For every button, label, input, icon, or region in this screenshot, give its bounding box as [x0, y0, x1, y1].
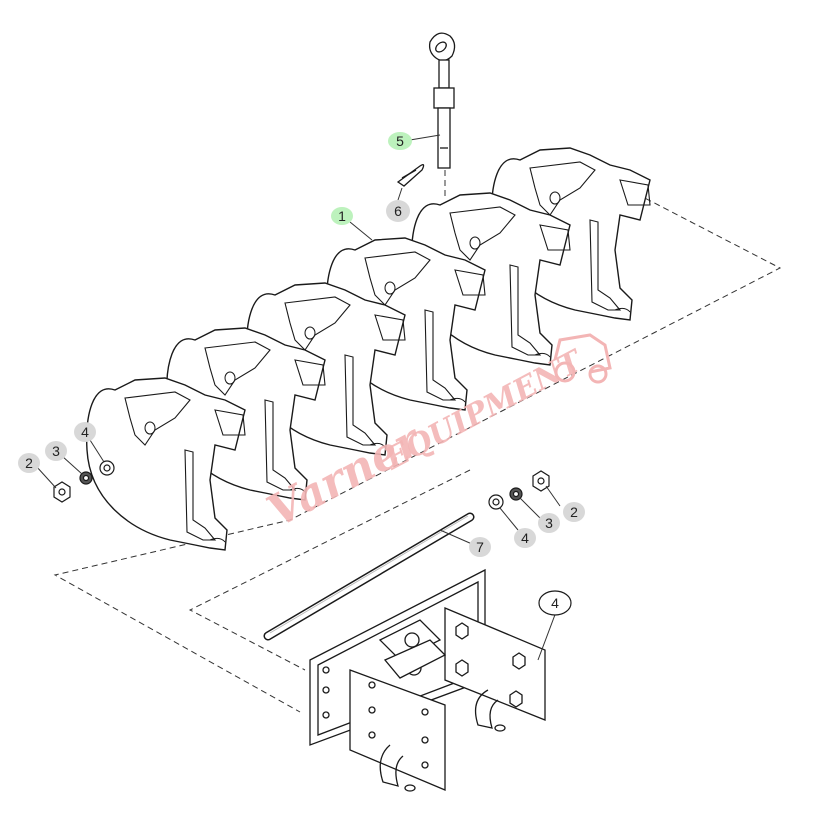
callout-3-left-label: 3: [52, 443, 60, 459]
leader-lines: [35, 134, 561, 661]
rod-part-7: [263, 512, 475, 641]
callout-5-bubble: [388, 132, 412, 150]
callout-5: 5: [388, 132, 412, 150]
callout-2-right: 2: [563, 502, 585, 522]
callout-4-bracket: 4: [538, 590, 572, 616]
watermark-truck-icon: [553, 333, 612, 384]
clip-part-6: [396, 164, 425, 187]
callout-2-left-label: 2: [25, 455, 33, 471]
pin-part-5: [428, 32, 456, 169]
callout-3-left: 3: [45, 441, 67, 461]
callout-4-left-label: 4: [81, 424, 89, 440]
callout-7: 7: [469, 537, 491, 557]
callout-1-label: 1: [338, 208, 346, 224]
callout-4-right-label: 4: [521, 530, 529, 546]
callout-4-left: 4: [74, 422, 96, 442]
callout-3-right-label: 3: [545, 515, 553, 531]
callout-7-label: 7: [476, 539, 484, 555]
callout-4-right: 4: [514, 528, 536, 548]
callout-2-left: 2: [18, 453, 40, 473]
callout-6: 6: [386, 200, 410, 222]
left-hardware: [53, 460, 115, 503]
bracket-assembly: [309, 568, 546, 792]
dashed-guide-lines: [53, 170, 782, 713]
callout-3-right: 3: [538, 513, 560, 533]
callout-6-label: 6: [394, 203, 402, 219]
callout-4-bracket-label: 4: [551, 595, 559, 611]
right-hardware: [488, 470, 550, 510]
callout-5-label: 5: [396, 133, 404, 149]
callout-1: 1: [331, 207, 353, 225]
callout-2-right-label: 2: [570, 504, 578, 520]
